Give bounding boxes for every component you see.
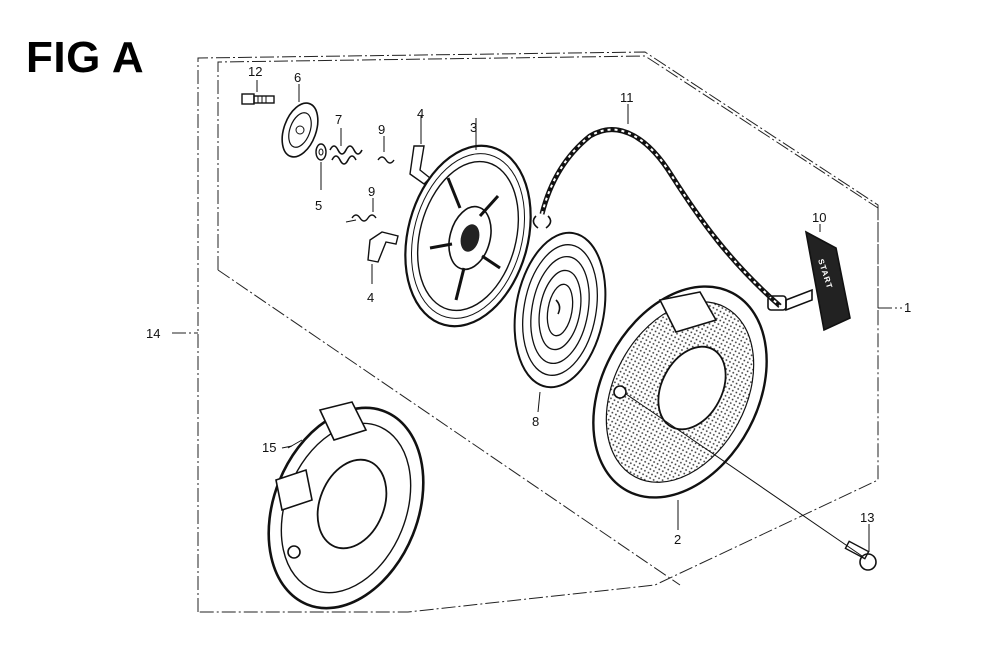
assembly-14-boundary	[197, 51, 879, 613]
callout-3: 3	[470, 120, 477, 135]
part-4a-pawl	[409, 116, 432, 185]
part-11-rope	[532, 104, 782, 308]
part-8-spring	[513, 231, 607, 413]
part-3-reel	[404, 118, 532, 328]
callout-4b: 4	[367, 290, 374, 305]
part-10-handle: START	[767, 224, 851, 332]
part-9b-spring	[345, 198, 377, 223]
part-13-bolt	[844, 524, 877, 571]
part-4b-pawl	[367, 231, 399, 284]
part-12-bolt	[241, 80, 275, 105]
part-15-cover	[267, 401, 425, 610]
assembly-1-diagonal	[217, 269, 681, 586]
callout-8: 8	[532, 414, 539, 429]
callout-9b: 9	[368, 184, 375, 199]
callout-12: 12	[248, 64, 262, 79]
callout-10: 10	[812, 210, 826, 225]
callout-6: 6	[294, 70, 301, 85]
callout-14: 14	[146, 326, 160, 341]
callout-1: 1	[904, 300, 911, 315]
figure-title: FIG A	[26, 33, 145, 82]
callout-15: 15	[262, 440, 276, 455]
part-9a-spring	[377, 136, 395, 164]
part-2-case	[592, 285, 863, 557]
callout-11: 11	[620, 90, 634, 105]
callout-9a: 9	[378, 122, 385, 137]
callout-2: 2	[674, 532, 681, 547]
callout-7: 7	[335, 112, 342, 127]
part-7-spring	[329, 128, 363, 165]
callout-5: 5	[315, 198, 322, 213]
callout-13: 13	[860, 510, 874, 525]
callout-4a: 4	[417, 106, 424, 121]
part-5-washer	[315, 143, 327, 190]
assembly-1-boundary	[217, 55, 879, 270]
part-6-ratchet	[281, 84, 319, 158]
